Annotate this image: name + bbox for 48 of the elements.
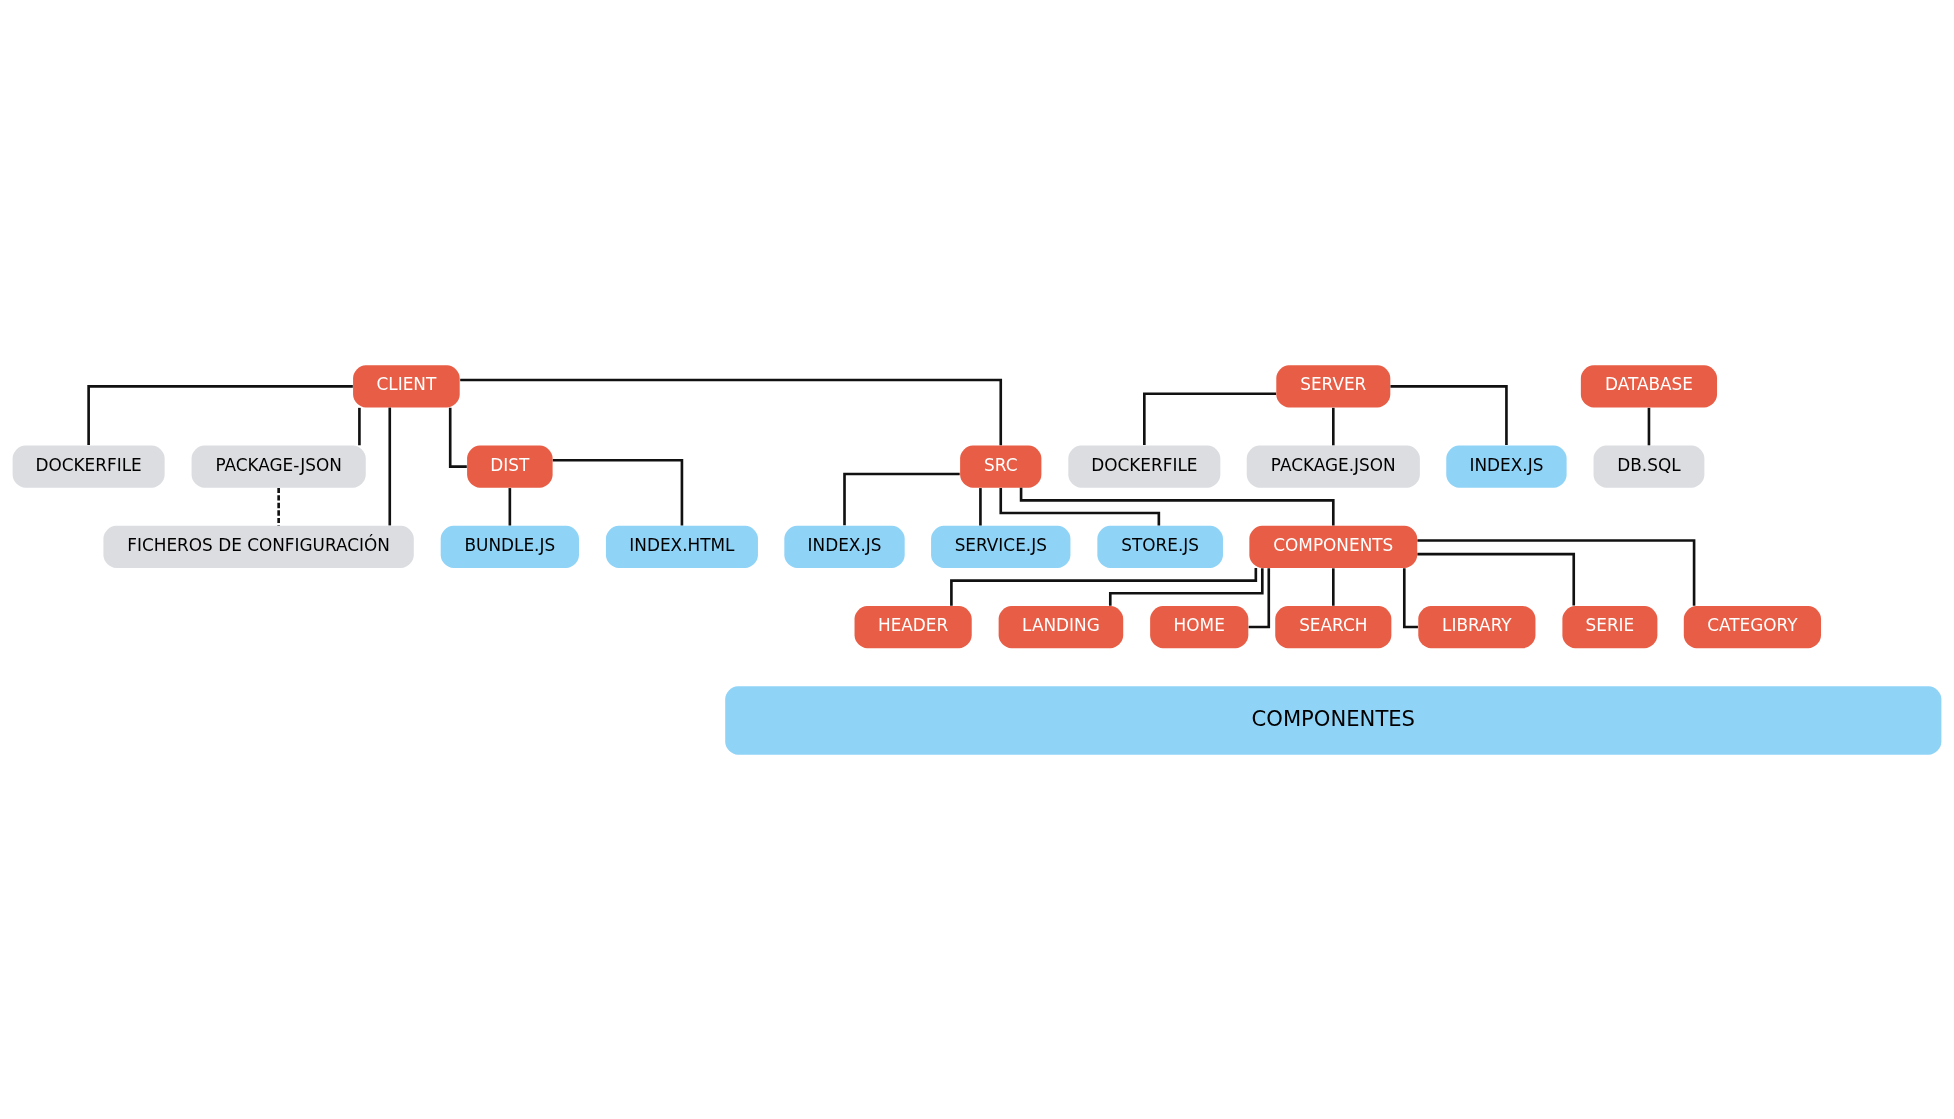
node-box: SERVER	[1276, 364, 1391, 407]
node-box: INDEX.JS	[1446, 444, 1567, 488]
connector	[388, 407, 392, 525]
node-box: COMPONENTS	[1249, 525, 1418, 568]
connector	[843, 472, 960, 525]
node-box: DOCKERFILE	[1068, 444, 1221, 488]
node-box: PACKAGE.JSON	[1246, 444, 1420, 488]
connector	[1248, 567, 1271, 628]
connector	[1019, 487, 1335, 525]
connector	[1647, 407, 1651, 445]
connector	[87, 384, 353, 445]
connector	[358, 407, 361, 445]
connector	[508, 487, 512, 525]
node-box: DIST	[467, 444, 553, 488]
connector	[1332, 567, 1335, 606]
node-box: BUNDLE.JS	[440, 525, 579, 568]
connector	[999, 487, 1161, 526]
connector	[1403, 567, 1418, 628]
connector	[1332, 407, 1335, 445]
node-box: FICHEROS DE CONFIGURACIÓN	[103, 525, 414, 568]
connector	[552, 458, 684, 525]
connector	[460, 378, 1003, 445]
node-box: HEADER	[854, 605, 972, 648]
node-box: SERVICE.JS	[931, 525, 1071, 568]
connector	[1108, 567, 1264, 606]
node-box: LIBRARY	[1418, 605, 1536, 648]
node-box: DB.SQL	[1593, 444, 1705, 488]
connector	[1417, 538, 1696, 606]
node-box: INDEX.JS	[784, 525, 905, 568]
node-box: PACKAGE-JSON	[191, 444, 366, 488]
node-box: HOME	[1150, 605, 1249, 648]
node-box: LANDING	[998, 605, 1124, 648]
node-box: SEARCH	[1275, 605, 1392, 648]
node-box: DATABASE	[1580, 364, 1718, 407]
node-box: CATEGORY	[1683, 605, 1822, 648]
node-box: SERIE	[1562, 605, 1658, 648]
node-box: DOCKERFILE	[12, 444, 165, 488]
node-box: COMPONENTES	[725, 685, 1942, 755]
node-box: SRC	[960, 444, 1042, 488]
connector	[1143, 391, 1277, 445]
node-box: CLIENT	[353, 364, 460, 407]
connector	[1417, 552, 1576, 606]
connector	[448, 407, 467, 468]
node-box: STORE.JS	[1097, 525, 1223, 568]
connector	[277, 487, 280, 525]
node-box: INDEX.HTML	[605, 525, 758, 568]
connector	[979, 487, 982, 525]
connector	[1390, 384, 1508, 445]
